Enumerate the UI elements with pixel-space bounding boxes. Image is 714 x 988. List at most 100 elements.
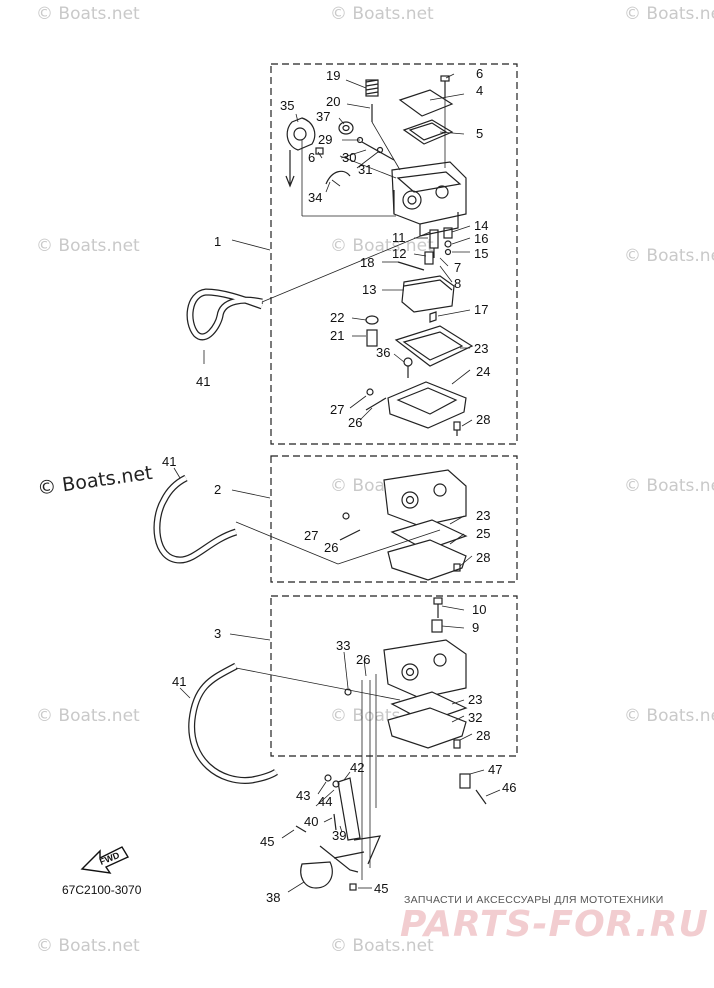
callout-26: 26: [348, 415, 362, 430]
callout-6b: 6: [308, 150, 315, 165]
callout-12: 12: [392, 246, 406, 261]
callout-45: 45: [260, 834, 274, 849]
callout-29: 29: [318, 132, 332, 147]
callout-28: 28: [476, 412, 490, 427]
spring-47: [459, 773, 471, 789]
callout-27: 27: [330, 402, 344, 417]
spring-21: [366, 329, 378, 347]
watermark: © Boats.net: [36, 706, 140, 726]
callout-9: 9: [472, 620, 479, 635]
screw-27b: [342, 512, 350, 520]
hose-41b-inner: [154, 475, 237, 563]
callout-17: 17: [474, 302, 488, 317]
callout-23: 23: [474, 341, 488, 356]
callout-11: 11: [392, 230, 406, 245]
screw-28b: [453, 563, 461, 572]
callout-5: 5: [476, 126, 483, 141]
callout-32: 32: [468, 710, 482, 725]
callout-10: 10: [472, 602, 486, 617]
callout-2: 2: [214, 482, 221, 497]
callout-28b: 28: [476, 550, 490, 565]
callout-24: 24: [476, 364, 490, 379]
watermark: © Boats.net: [624, 706, 714, 726]
screw-27: [366, 388, 374, 396]
callout-3: 3: [214, 626, 221, 641]
callout-37: 37: [316, 109, 330, 124]
callout-27b: 27: [304, 528, 318, 543]
link-arm-42: [337, 777, 381, 865]
callout-38: 38: [266, 890, 280, 905]
watermark: © Boats.net: [624, 4, 714, 24]
fwd-arrow-icon: FWD: [80, 846, 130, 874]
watermark: © Boats.net: [36, 936, 140, 956]
callout-44: 44: [318, 794, 332, 809]
screw-28c: [453, 739, 461, 749]
promo-tagline: ЗАПЧАСТИ И АКСЕССУАРЫ ДЛЯ МОТОТЕХНИКИ: [404, 894, 664, 906]
callout-16: 16: [474, 231, 488, 246]
callout-7: 7: [454, 260, 461, 275]
callout-35: 35: [280, 98, 294, 113]
gasket-5: [402, 119, 454, 145]
callout-15: 15: [474, 246, 488, 261]
gasket-23: [394, 325, 474, 367]
callout-1: 1: [214, 234, 221, 249]
callout-6: 6: [476, 66, 483, 81]
watermark: © Boats.net: [624, 476, 714, 496]
jet-14-16: [443, 227, 453, 256]
choke-knob-35: [285, 117, 316, 188]
screw-46: [475, 789, 487, 805]
group-box-2: [270, 455, 518, 583]
callout-20: 20: [326, 94, 340, 109]
callout-41b: 41: [162, 454, 176, 469]
callout-23c: 23: [468, 692, 482, 707]
pin-39-40: [333, 813, 337, 831]
washer-43-44: [324, 774, 340, 788]
callout-23b: 23: [476, 508, 490, 523]
pin-29-31: [356, 136, 395, 161]
screw-6b: [315, 147, 324, 155]
seal-37: [338, 121, 354, 135]
watermark: © Boats.net: [330, 4, 434, 24]
pin-26b: [339, 529, 361, 541]
cover-plate-4: [398, 89, 454, 117]
group-box-3: [270, 595, 518, 757]
screw-28: [453, 421, 461, 436]
watermark: © Boats.net: [330, 936, 434, 956]
callout-19: 19: [326, 68, 340, 83]
callout-18: 18: [360, 255, 374, 270]
watermark: © Boats.net: [624, 246, 714, 266]
callout-14: 14: [474, 218, 488, 233]
screw-17: [429, 311, 437, 323]
hose-41a-inner: [187, 289, 263, 340]
watermark: © Boats.net: [36, 4, 140, 24]
callout-39: 39: [332, 828, 346, 843]
float-bowl-32: [387, 707, 467, 749]
screw-33: [344, 688, 352, 696]
spring-9: [431, 619, 443, 633]
screw-45b: [349, 883, 357, 891]
callout-46: 46: [502, 780, 516, 795]
float-13: [401, 275, 455, 313]
callout-30: 30: [342, 150, 356, 165]
screw-10: [433, 597, 443, 618]
callout-47: 47: [488, 762, 502, 777]
hose-41c-inner: [189, 664, 278, 783]
callout-4: 4: [476, 83, 483, 98]
pin-26: [365, 397, 387, 411]
callout-26b: 26: [324, 540, 338, 555]
float-bowl-24: [387, 381, 467, 429]
pilot-jet-11: [429, 229, 439, 258]
promo-logo: PARTS-FOR.RU: [400, 904, 709, 945]
group-box-1: [270, 63, 518, 445]
watermark: © Boats.net: [36, 236, 140, 256]
callout-25: 25: [476, 526, 490, 541]
callout-45b: 45: [374, 881, 388, 896]
carburetor-body-1: [391, 161, 467, 237]
callout-42: 42: [350, 760, 364, 775]
callout-8: 8: [454, 276, 461, 291]
carburetor-body-3: [383, 639, 467, 699]
clip-34: [325, 170, 351, 185]
screw-36: [403, 357, 413, 378]
callout-36: 36: [376, 345, 390, 360]
